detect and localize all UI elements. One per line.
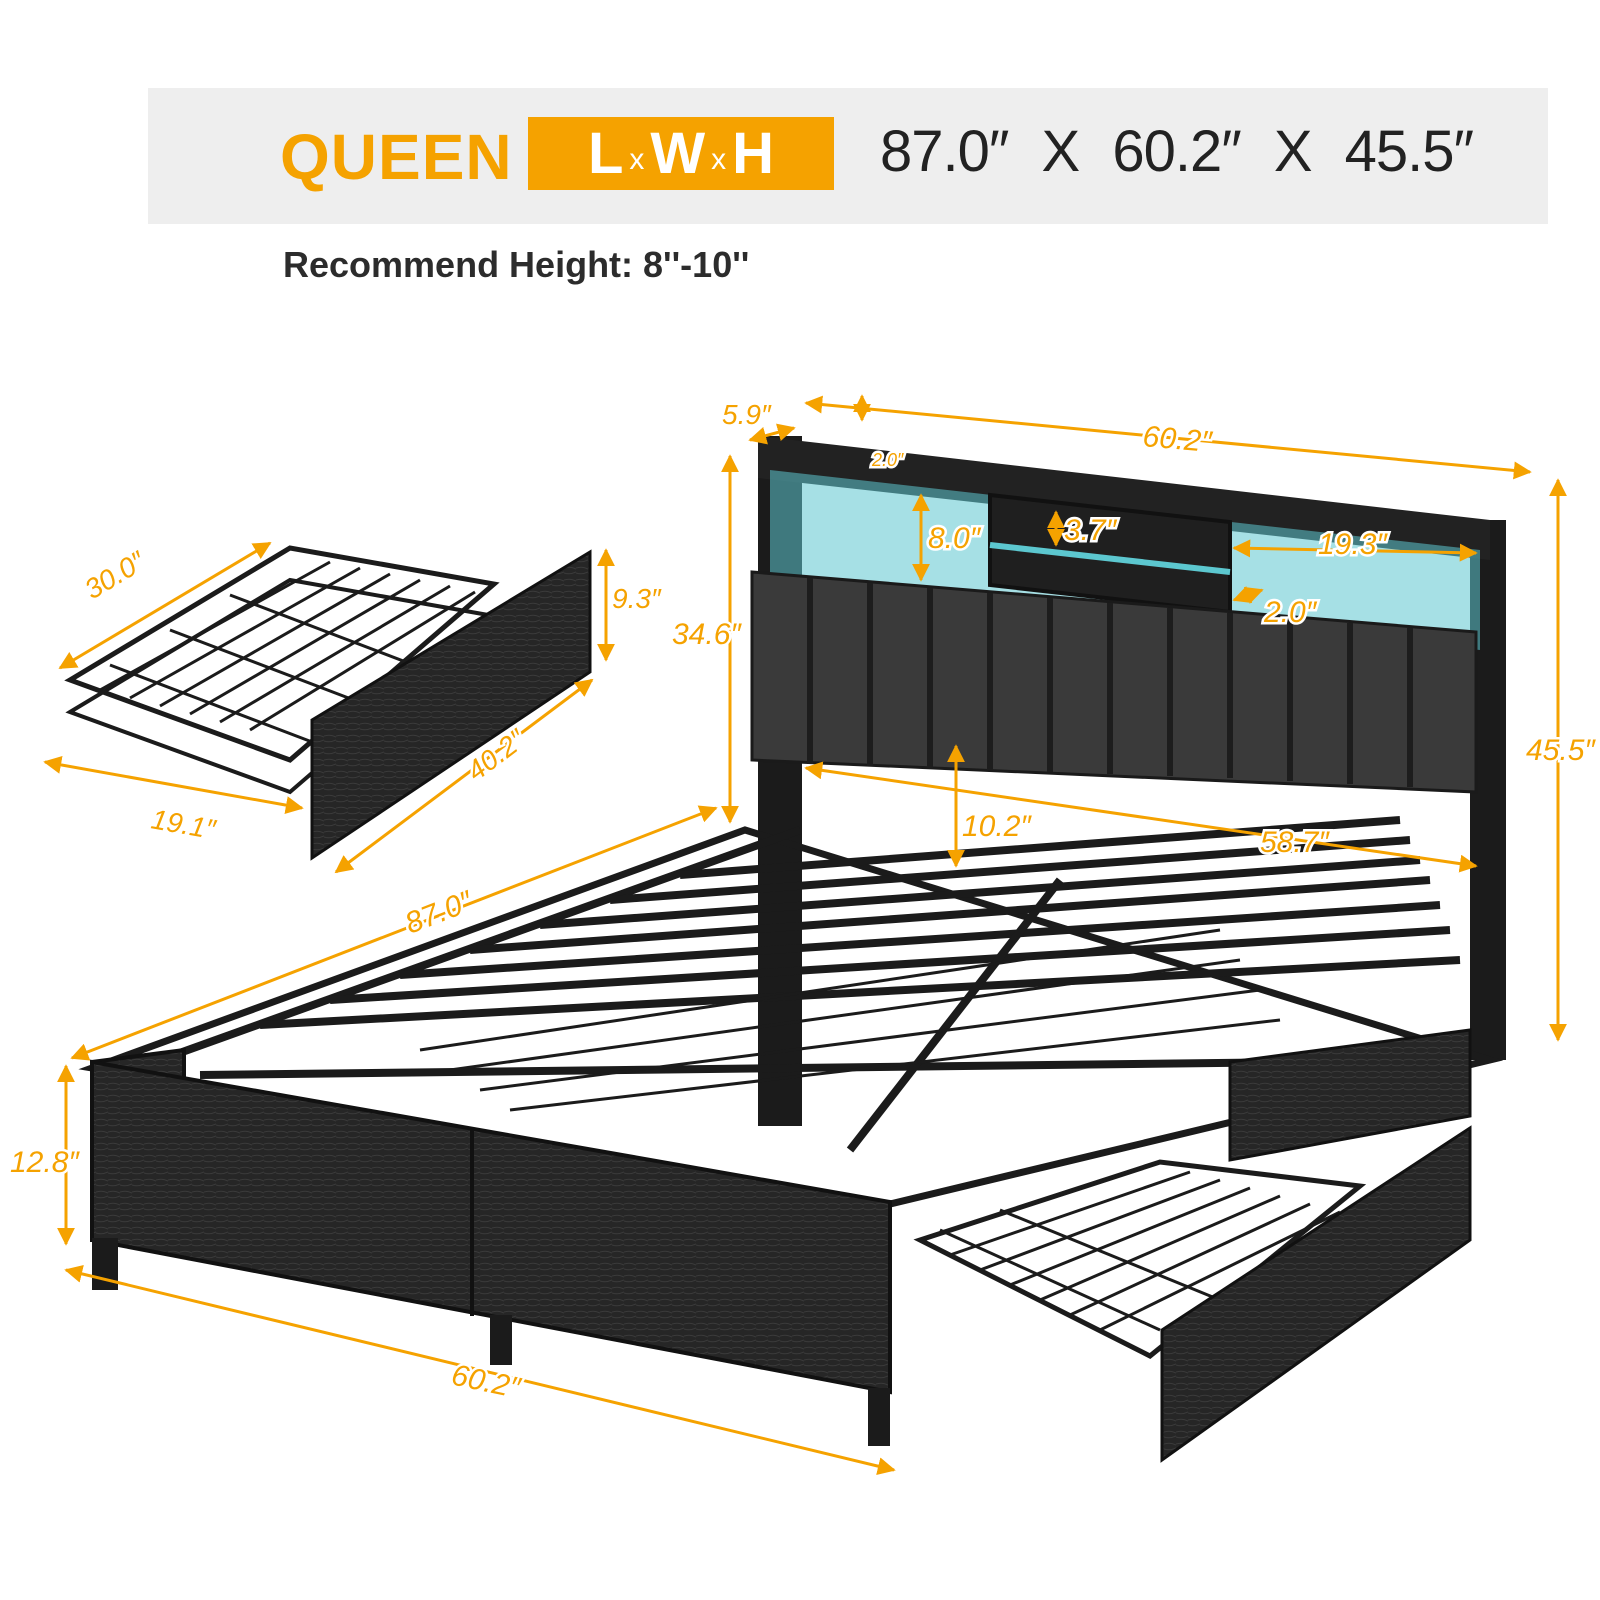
badge-x1: x	[629, 142, 645, 176]
shelf-top-label: 2.0″	[871, 450, 904, 470]
top-depth-label: 5.9″	[722, 399, 772, 430]
badge-x2: x	[711, 142, 727, 176]
leg-height-label: 12.8″	[10, 1146, 80, 1179]
bed-drawer	[913, 1125, 1472, 1463]
top-width-label: 60.2″	[1141, 420, 1214, 459]
recommend-height: Recommend Height: 8''-10''	[283, 244, 750, 285]
headboard	[750, 436, 1506, 1126]
dimension-arrows	[43, 394, 1567, 1475]
headboard-height-label: 34.6″	[672, 618, 742, 651]
drawer-illustration	[64, 545, 592, 861]
cubby-height-label: 3.7″	[1064, 514, 1118, 547]
drawer-length-label: 30.0″	[79, 545, 151, 605]
bed-width-label: 60.2″	[449, 1359, 525, 1406]
shelf-height-label: 8.0″	[928, 522, 982, 555]
overall-dimensions: 87.0″ X 60.2″ X 45.5″	[880, 119, 1474, 184]
inner-width-label: 58.7″	[1260, 826, 1330, 859]
badge-h: H	[732, 121, 775, 186]
shelf-width-label: 19.3″	[1318, 528, 1388, 561]
clearance-label: 10.2″	[962, 810, 1032, 843]
badge-l: L	[587, 121, 624, 186]
drawer-height-label: 9.3″	[612, 583, 662, 614]
spec-banner	[148, 88, 1548, 224]
drawer-width-label: 19.1″	[149, 803, 219, 845]
total-height-label: 45.5″	[1526, 734, 1596, 767]
size-name: QUEEN	[280, 121, 513, 193]
badge-w: W	[650, 121, 706, 186]
shelf-depth-label: 2.0″	[1263, 596, 1318, 629]
lwh-badge: L x W x H	[528, 117, 834, 190]
